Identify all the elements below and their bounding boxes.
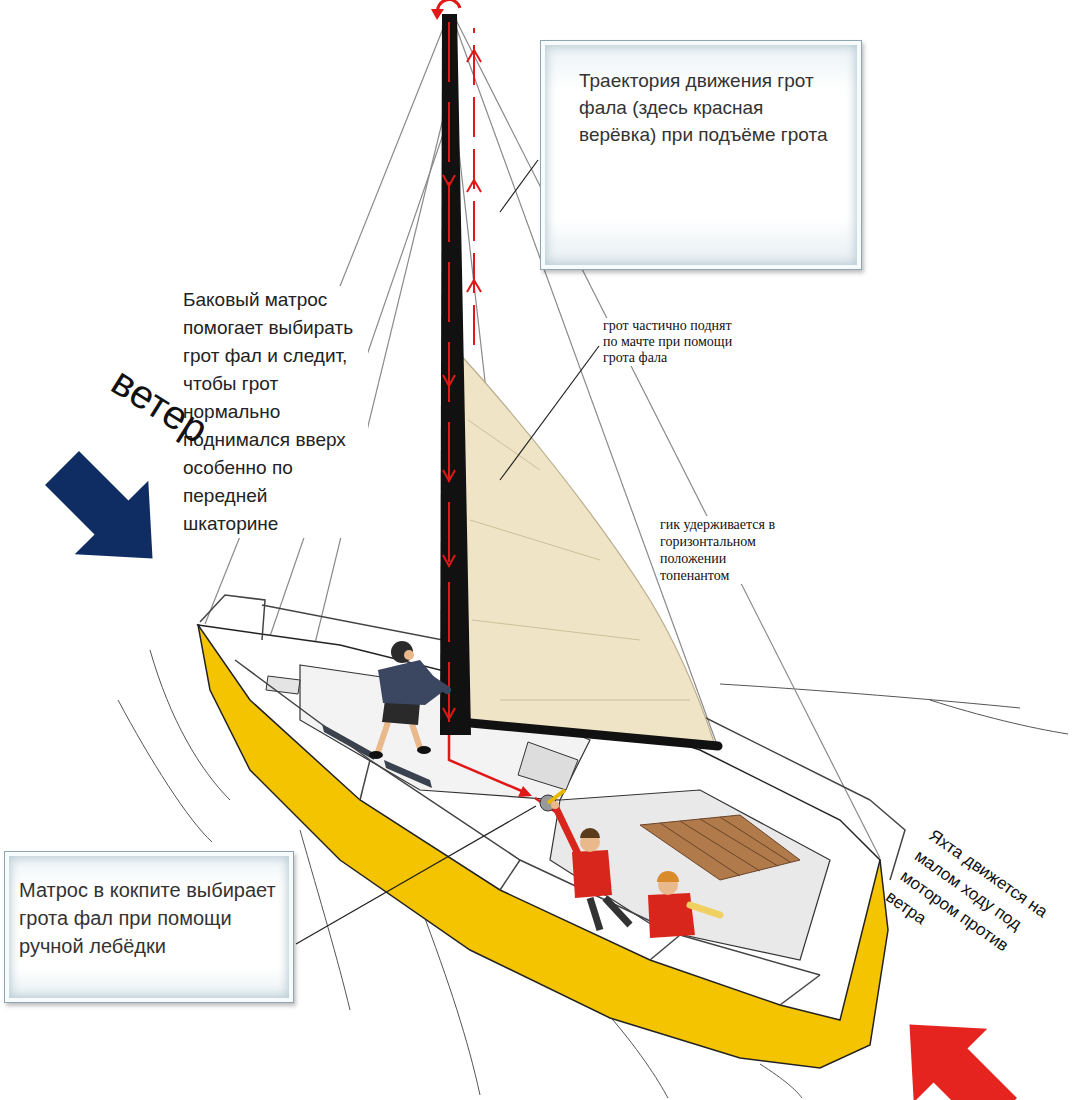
callout-text: Траектория движения грот фала (здесь кра…: [579, 67, 843, 148]
callout-text: Матрос в кокпите выбирает грота фал при …: [19, 876, 281, 960]
grating: [640, 815, 800, 880]
wind-arrow: [25, 431, 189, 595]
annotation-text: гик удерживается в горизонтальном положе…: [660, 516, 792, 584]
boom: [460, 722, 718, 746]
callout-box: Траектория движения грот фала (здесь кра…: [540, 40, 862, 270]
motion-arrow: [873, 988, 1037, 1100]
hatch: [266, 676, 300, 694]
bow-crew: [369, 641, 447, 759]
sail-folds: [468, 420, 690, 700]
grating-lines: [660, 817, 790, 876]
cockpit: [550, 790, 830, 960]
callout-box: Матрос в кокпите выбирает грота фал при …: [4, 851, 294, 1003]
annotation-text: грот частично поднят по мачте при помощи…: [603, 318, 748, 366]
cockpit-crew: [551, 801, 720, 938]
companionway: [518, 742, 578, 790]
winch-handle: [548, 790, 565, 803]
mast: [440, 14, 471, 735]
leader-lines: [296, 160, 599, 944]
motion-label: Яхта движется на малом ходу под мотором …: [881, 823, 1069, 997]
